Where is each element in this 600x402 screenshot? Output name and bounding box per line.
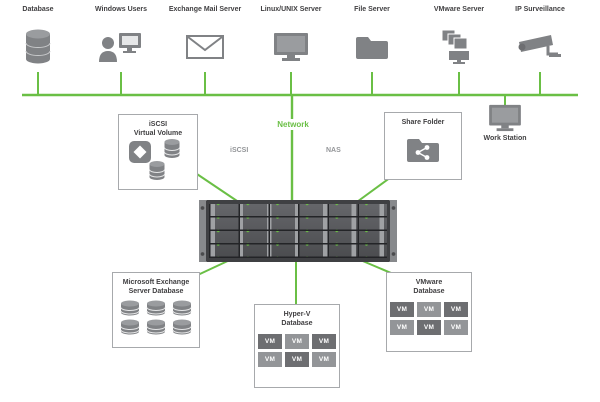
device-label: VMware Server (433, 6, 485, 13)
virtual-volume-box: iSCSI Virtual Volume (118, 114, 198, 190)
vm-cell: VM (258, 352, 282, 368)
rack-ear-left (199, 200, 206, 262)
database-stack-icon (172, 319, 192, 335)
volume-icon (129, 141, 151, 164)
exchange-db-title: Microsoft Exchange Server Database (122, 279, 190, 296)
vmware-vm-grid: VM VM VM VM VM VM (387, 302, 471, 336)
vm-cell: VM (312, 334, 336, 350)
device-label: Database (22, 6, 54, 13)
nas-label: NAS (326, 147, 341, 154)
storage-chassis (206, 200, 390, 262)
hyperv-db-box: Hyper-V Database VM VM VM VM VM VM (254, 304, 340, 388)
workstation-monitor-icon (489, 104, 521, 132)
hyperv-db-title: Hyper-V Database (281, 311, 313, 328)
folder-icon (355, 16, 389, 78)
camera-icon (517, 16, 563, 78)
workstation: Work Station (477, 104, 533, 142)
disk-stack-icon (149, 161, 165, 181)
device-label: IP Surveillance (515, 6, 565, 13)
vmware-db-box: VMware Database VM VM VM VM VM VM (386, 272, 472, 352)
device-label: Windows Users (94, 6, 148, 13)
network-label: Network (266, 119, 320, 130)
vm-cell: VM (444, 302, 468, 318)
virtual-volume-title: iSCSI Virtual Volume (133, 121, 183, 138)
database-icon (24, 16, 52, 78)
vm-cell: VM (417, 302, 441, 318)
device-exchange-mail-server: Exchange Mail Server (157, 6, 253, 78)
vm-cell: VM (444, 320, 468, 336)
monitor-icon (273, 16, 309, 78)
storage-array (199, 200, 397, 262)
database-stack-icon (120, 319, 140, 335)
exchange-db-box: Microsoft Exchange Server Database (112, 272, 200, 348)
database-stack-icon (146, 319, 166, 335)
vm-cell: VM (390, 320, 414, 336)
device-database: Database (0, 6, 86, 78)
device-ip-surveillance: IP Surveillance (492, 6, 588, 78)
vm-cell: VM (285, 334, 309, 350)
hyperv-vm-grid: VM VM VM VM VM VM (255, 334, 339, 368)
exchange-db-icons (113, 300, 199, 336)
users-icon (99, 16, 143, 78)
device-label: File Server (354, 6, 390, 13)
device-linux-unix-server: Linux/UNIX Server (243, 6, 339, 78)
database-stack-icon (172, 300, 192, 316)
device-label: Linux/UNIX Server (260, 6, 322, 13)
vm-cell: VM (390, 302, 414, 318)
share-folder-box: Share Folder (384, 112, 462, 180)
vm-cell: VM (312, 352, 336, 368)
vm-cell: VM (258, 334, 282, 350)
iscsi-label: iSCSI (230, 147, 249, 154)
vm-cell: VM (417, 320, 441, 336)
database-stack-icon (120, 300, 140, 316)
vmware-db-title: VMware Database (413, 279, 445, 296)
mail-icon (186, 16, 224, 78)
drive-bays (209, 204, 387, 258)
share-folder-title: Share Folder (401, 119, 445, 126)
rack-ear-right (390, 200, 397, 262)
device-file-server: File Server (324, 6, 420, 78)
device-label: Exchange Mail Server (168, 6, 242, 13)
workstation-label: Work Station (483, 135, 527, 142)
virtual-volume-icons (119, 138, 197, 184)
device-stub-lines (37, 72, 541, 95)
database-stack-icon (146, 300, 166, 316)
disk-stack-icon (164, 139, 180, 159)
vmware-stack-icon (439, 16, 479, 78)
vm-cell: VM (285, 352, 309, 368)
device-vmware-server: VMware Server (411, 6, 507, 78)
device-windows-users: Windows Users (73, 6, 169, 78)
share-folder-icon (385, 135, 461, 163)
